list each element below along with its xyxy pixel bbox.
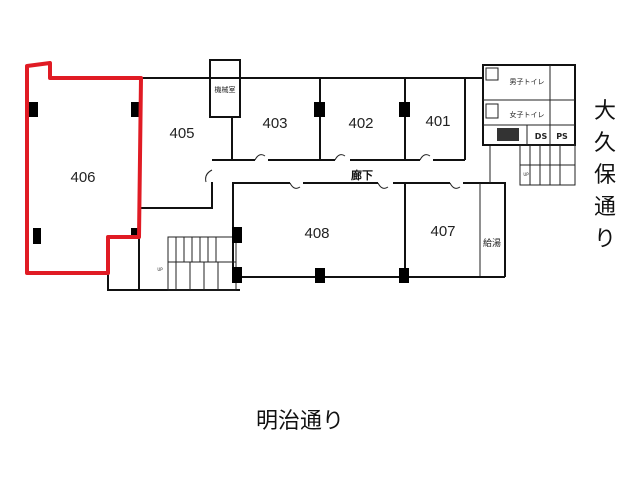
room-401-label: 401 [425, 113, 450, 130]
ps-label: PS [556, 132, 568, 141]
machine-room [209, 59, 241, 118]
street-okubo-char: 保 [594, 163, 616, 188]
room-407-label: 407 [430, 223, 455, 240]
machine-room-label: 機械室 [215, 85, 236, 94]
stairs-up-label-right: UP [523, 172, 529, 177]
womens-toilet-label: 女子トイレ [510, 110, 545, 119]
mens-toilet-label: 男子トイレ [510, 78, 545, 86]
street-okubo-char: 大 [594, 99, 616, 124]
doors [205, 154, 461, 189]
kitchenette-label: 給湯 [483, 237, 501, 249]
room-406-highlight [25, 61, 143, 275]
ds-label: DS [535, 132, 548, 141]
columns [29, 102, 410, 283]
street-okubo-char: り [594, 227, 616, 252]
stairs-left [167, 236, 237, 291]
street-okubo-char: 通 [594, 195, 616, 220]
toilet-block [482, 64, 576, 186]
corridor-label: 廊下 [351, 168, 373, 182]
room-403-label: 403 [262, 115, 287, 132]
street-okubo-char: 久 [594, 131, 616, 156]
room-402-label: 402 [348, 115, 373, 132]
room-408-label: 408 [304, 225, 329, 242]
street-okubo: 大 久 保 通 り [594, 99, 616, 252]
room-406-label: 406 [70, 169, 95, 186]
room-405-label: 405 [169, 125, 194, 142]
street-meiji: 明治通り [256, 409, 344, 434]
stairs-up-label: UP [157, 267, 163, 272]
